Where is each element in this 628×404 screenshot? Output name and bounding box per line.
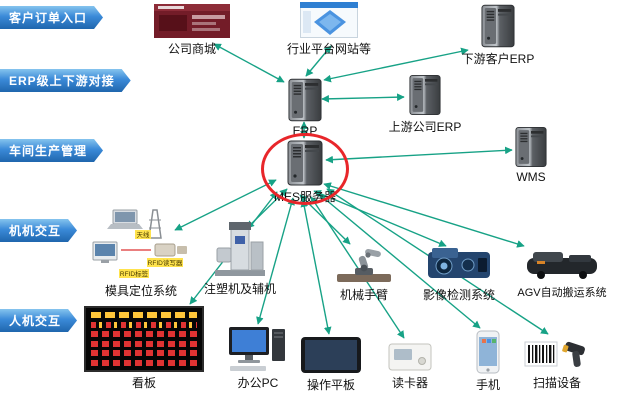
ribbon-workshop-production: 车间生产管理 — [0, 139, 103, 162]
node-company-mall: 公司商城 — [152, 4, 232, 57]
node-card-reader: 读卡器 — [384, 340, 436, 391]
node-label: 模具定位系统 — [104, 284, 177, 298]
node-injection-machine: 注塑机及辅机 — [200, 222, 280, 297]
node-tablet: 操作平板 — [298, 336, 364, 393]
node-kanban: 看板 — [82, 306, 206, 391]
node-label: 扫描设备 — [532, 376, 581, 390]
node-label: 看板 — [131, 376, 156, 390]
node-erp: ERP — [270, 78, 340, 138]
desktop-pc-icon — [229, 327, 285, 371]
server-icon — [515, 126, 547, 168]
tag-rfid-reader: RFID读写器 — [148, 258, 183, 267]
node-phone: 手机 — [464, 330, 512, 393]
node-wms: WMS — [496, 126, 566, 184]
ribbon-customer-order-entry: 客户订单入口 — [0, 6, 103, 29]
node-scanner: 扫描设备 — [520, 336, 594, 391]
node-label: WMS — [516, 170, 546, 184]
server-icon — [481, 4, 515, 48]
tablet-icon — [301, 337, 361, 373]
ribbon-erp-updownstream: ERP级上下游对接 — [0, 69, 131, 92]
node-label: 公司商城 — [167, 42, 216, 56]
robot-arm-icon — [337, 248, 391, 282]
node-mes-server: MES服务器 — [267, 140, 343, 205]
node-mold-positioning-system: 天线 RFID读写器 RFID标签 模具定位系统 — [88, 208, 194, 299]
node-label: 办公PC — [237, 376, 279, 390]
node-label: 手机 — [475, 378, 500, 392]
node-vision-inspection: 影像检测系统 — [418, 246, 500, 303]
server-icon — [409, 74, 441, 116]
card-reader-icon — [388, 343, 432, 371]
node-office-pc: 办公PC — [226, 326, 290, 391]
node-label: 读卡器 — [391, 376, 428, 390]
node-label: MES服务器 — [273, 190, 336, 204]
node-label: 影像检测系统 — [422, 288, 495, 302]
company-mall-screenshot-icon — [154, 4, 230, 38]
server-icon — [287, 140, 323, 186]
ribbon-human-interaction: 人机交互 — [0, 309, 77, 332]
server-icon — [288, 78, 322, 122]
industry-platform-screenshot-icon — [300, 2, 358, 38]
node-label: 下游客户ERP — [461, 52, 535, 66]
node-downstream-erp: 下游客户ERP — [458, 4, 538, 67]
tag-antenna: 天线 — [137, 230, 151, 239]
node-agv-system: AGV自动搬运系统 — [512, 246, 612, 300]
node-label: ERP — [292, 124, 318, 138]
node-robot-arm: 机械手臂 — [328, 246, 400, 303]
tag-rfid-label: RFID标签 — [120, 269, 149, 278]
node-label: 注塑机及辅机 — [203, 282, 276, 296]
barcode-scanner-icon — [524, 341, 585, 367]
node-upstream-erp: 上游公司ERP — [385, 74, 465, 135]
kanban-led-board-icon — [84, 306, 204, 372]
node-label: 行业平台网站等 — [287, 42, 372, 56]
mold-positioning-cluster-icon: 天线 RFID读写器 RFID标签 — [92, 209, 187, 278]
node-label: 机械手臂 — [339, 288, 388, 302]
injection-machine-icon — [215, 222, 265, 276]
node-label: 上游公司ERP — [388, 120, 462, 134]
vision-inspection-icon — [428, 248, 490, 278]
node-label: AGV自动搬运系统 — [517, 287, 607, 299]
node-label: 操作平板 — [306, 378, 355, 392]
ribbon-machine-interaction: 机机交互 — [0, 219, 77, 242]
node-industry-platform: 行业平台网站等 — [287, 2, 371, 57]
smartphone-icon — [476, 330, 500, 374]
agv-vehicle-icon — [527, 252, 597, 279]
